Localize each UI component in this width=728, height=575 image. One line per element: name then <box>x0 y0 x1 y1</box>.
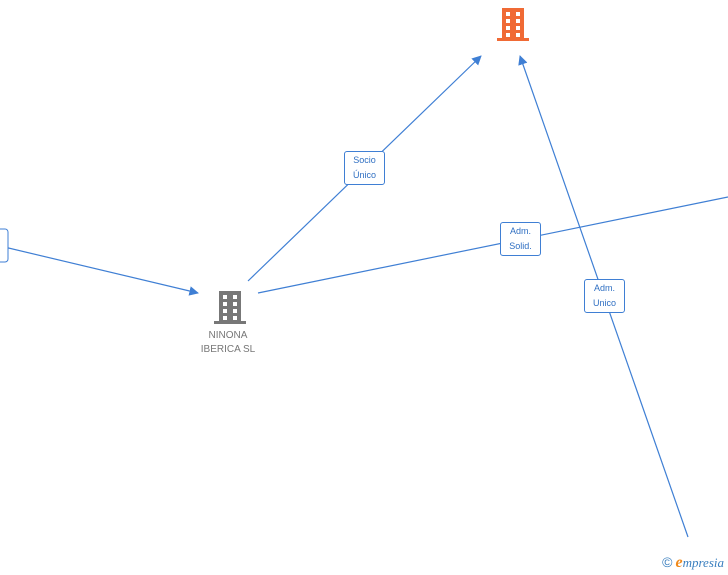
company-building-icon[interactable] <box>214 291 246 324</box>
brand-rest: mpresia <box>682 555 724 570</box>
edge-label-line1: Adm. <box>593 283 615 293</box>
edge-label-line1: Socio <box>353 155 376 165</box>
edge-label-line2: Unico <box>592 298 616 308</box>
node-label-ninona[interactable]: NINONA IBERICA SL <box>188 329 268 357</box>
edge-label-line2: Único <box>352 170 376 180</box>
empresia-watermark: ©empresia <box>662 554 724 572</box>
edge-label-line2: Solid. <box>509 241 532 251</box>
node-label-line2: IBERICA SL <box>200 344 256 355</box>
edge-label-adm-unico[interactable]: Adm. Unico <box>584 279 625 313</box>
offscreen-node-box[interactable] <box>0 228 9 263</box>
brand-e: e <box>675 554 683 571</box>
edge-ninona-to-right <box>257 196 728 294</box>
edge-label-line1: Adm. <box>509 226 531 236</box>
node-label-line1: NINONA <box>208 330 248 341</box>
edge-label-adm-solid[interactable]: Adm. Solid. <box>500 222 541 256</box>
focus-company-building-icon[interactable] <box>497 8 529 41</box>
edge-label-socio-unico[interactable]: Socio Único <box>344 151 385 185</box>
copyright-icon: © <box>662 554 673 570</box>
edge-left-to-ninona <box>0 245 199 296</box>
